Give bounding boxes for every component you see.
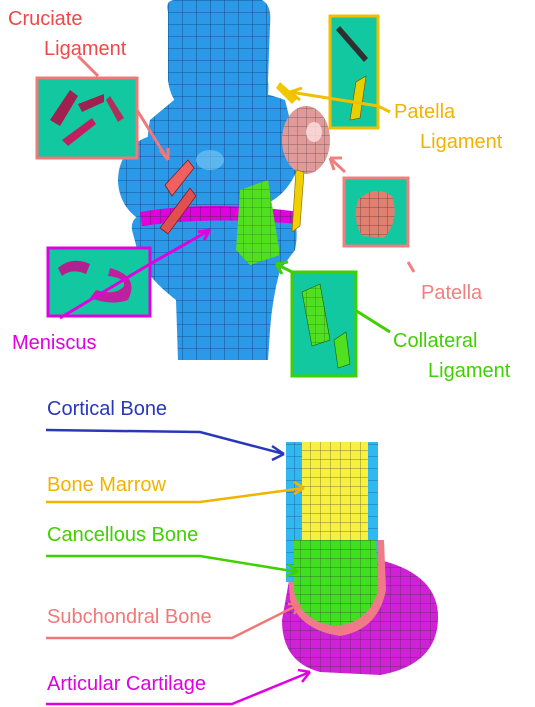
label-patella-ligament-line2: Ligament xyxy=(420,131,502,153)
patella-inset xyxy=(344,178,408,246)
label-collateral-line2: Ligament xyxy=(428,360,510,382)
cruciate-inset xyxy=(37,78,137,158)
label-patella-ligament-line1: Patella xyxy=(394,101,455,123)
label-articular-cartilage: Articular Cartilage xyxy=(47,673,206,695)
cortical-leader xyxy=(46,430,284,454)
label-patella: Patella xyxy=(421,282,482,304)
patella-leader xyxy=(330,158,345,172)
cancellous-leader xyxy=(46,556,298,572)
leader-lines-lower xyxy=(46,430,310,704)
patella-ligament xyxy=(292,170,304,232)
patella-ligament-inset xyxy=(330,16,378,128)
collateral-inset xyxy=(292,272,356,376)
label-cancellous-bone: Cancellous Bone xyxy=(47,524,198,546)
collateral-leader xyxy=(355,310,390,332)
bone-section xyxy=(282,442,438,675)
label-cruciate-line2: Ligament xyxy=(44,38,126,60)
label-meniscus: Meniscus xyxy=(12,332,96,354)
label-collateral-line1: Collateral xyxy=(393,330,477,352)
label-bone-marrow: Bone Marrow xyxy=(47,474,166,496)
label-cruciate-line1: Cruciate xyxy=(8,8,82,30)
label-subchondral-bone: Subchondral Bone xyxy=(47,606,212,628)
meniscus-inset xyxy=(48,248,150,316)
label-cortical-bone: Cortical Bone xyxy=(47,398,167,420)
